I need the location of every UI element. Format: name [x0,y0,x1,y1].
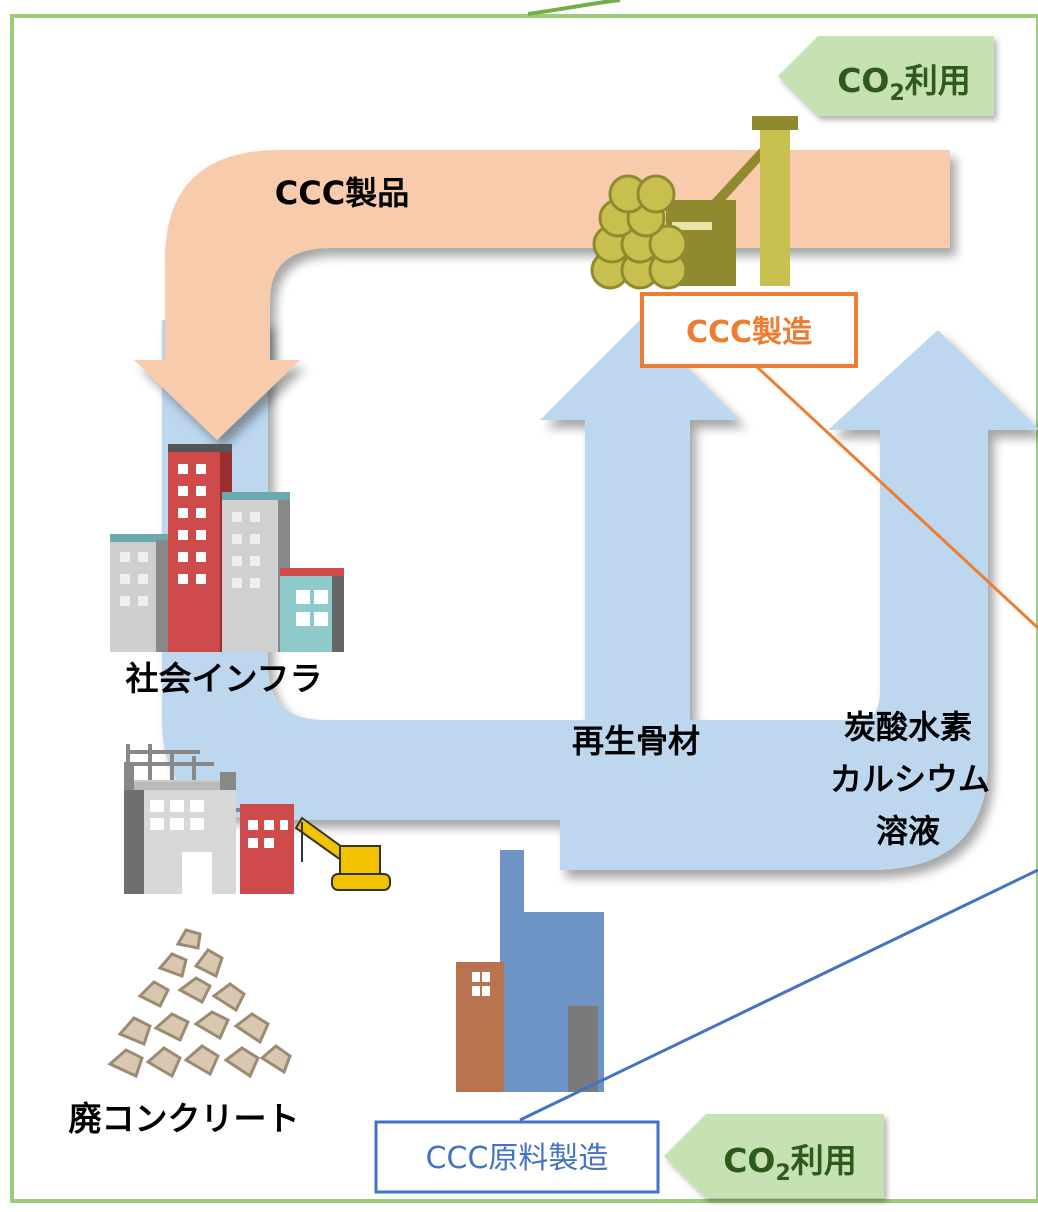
peach-flow-arrow [134,150,950,440]
co2-tag-bottom: CO2利用 [664,1114,884,1198]
peach-flow [134,150,950,440]
frame-top-stroke [527,0,621,16]
outer-frame [10,14,1038,1203]
label-infrastructure: 社会インフラ [125,659,322,698]
label-ccc-products: CCC製品 [275,174,409,212]
buildings-icon [110,444,344,652]
co2-tag-top-text: CO2利用 [837,61,971,106]
blue-flow-left-u [162,320,740,820]
orange-leader-line [754,364,1038,630]
label-solution-line2: カルシウム [830,760,990,798]
rubble-pile-icon [107,928,292,1079]
blue-leader-line [519,868,1038,1122]
blue-flow-right-u [560,330,1038,870]
ccc-raw-production-label: CCC原料製造 [426,1141,609,1176]
raw-material-factory-icon [456,850,604,1092]
label-solution-line3: 溶液 [876,812,940,850]
ccc-production-box: CCC製造 [640,292,858,368]
ccc-raw-production-box: CCC原料製造 [374,1120,660,1194]
label-solution-line1: 炭酸水素 [844,708,972,746]
label-recycled-aggregate: 再生骨材 [572,722,700,760]
ccc-factory-icon [590,116,798,290]
co2-tag-bottom-text: CO2利用 [723,1141,857,1186]
blue-flow-loop [162,320,1038,870]
demolition-icon [124,744,391,894]
co2-tag-top: CO2利用 [778,36,994,116]
ccc-production-label: CCC製造 [686,315,812,350]
label-waste-concrete: 廃コンクリート [69,1099,300,1138]
